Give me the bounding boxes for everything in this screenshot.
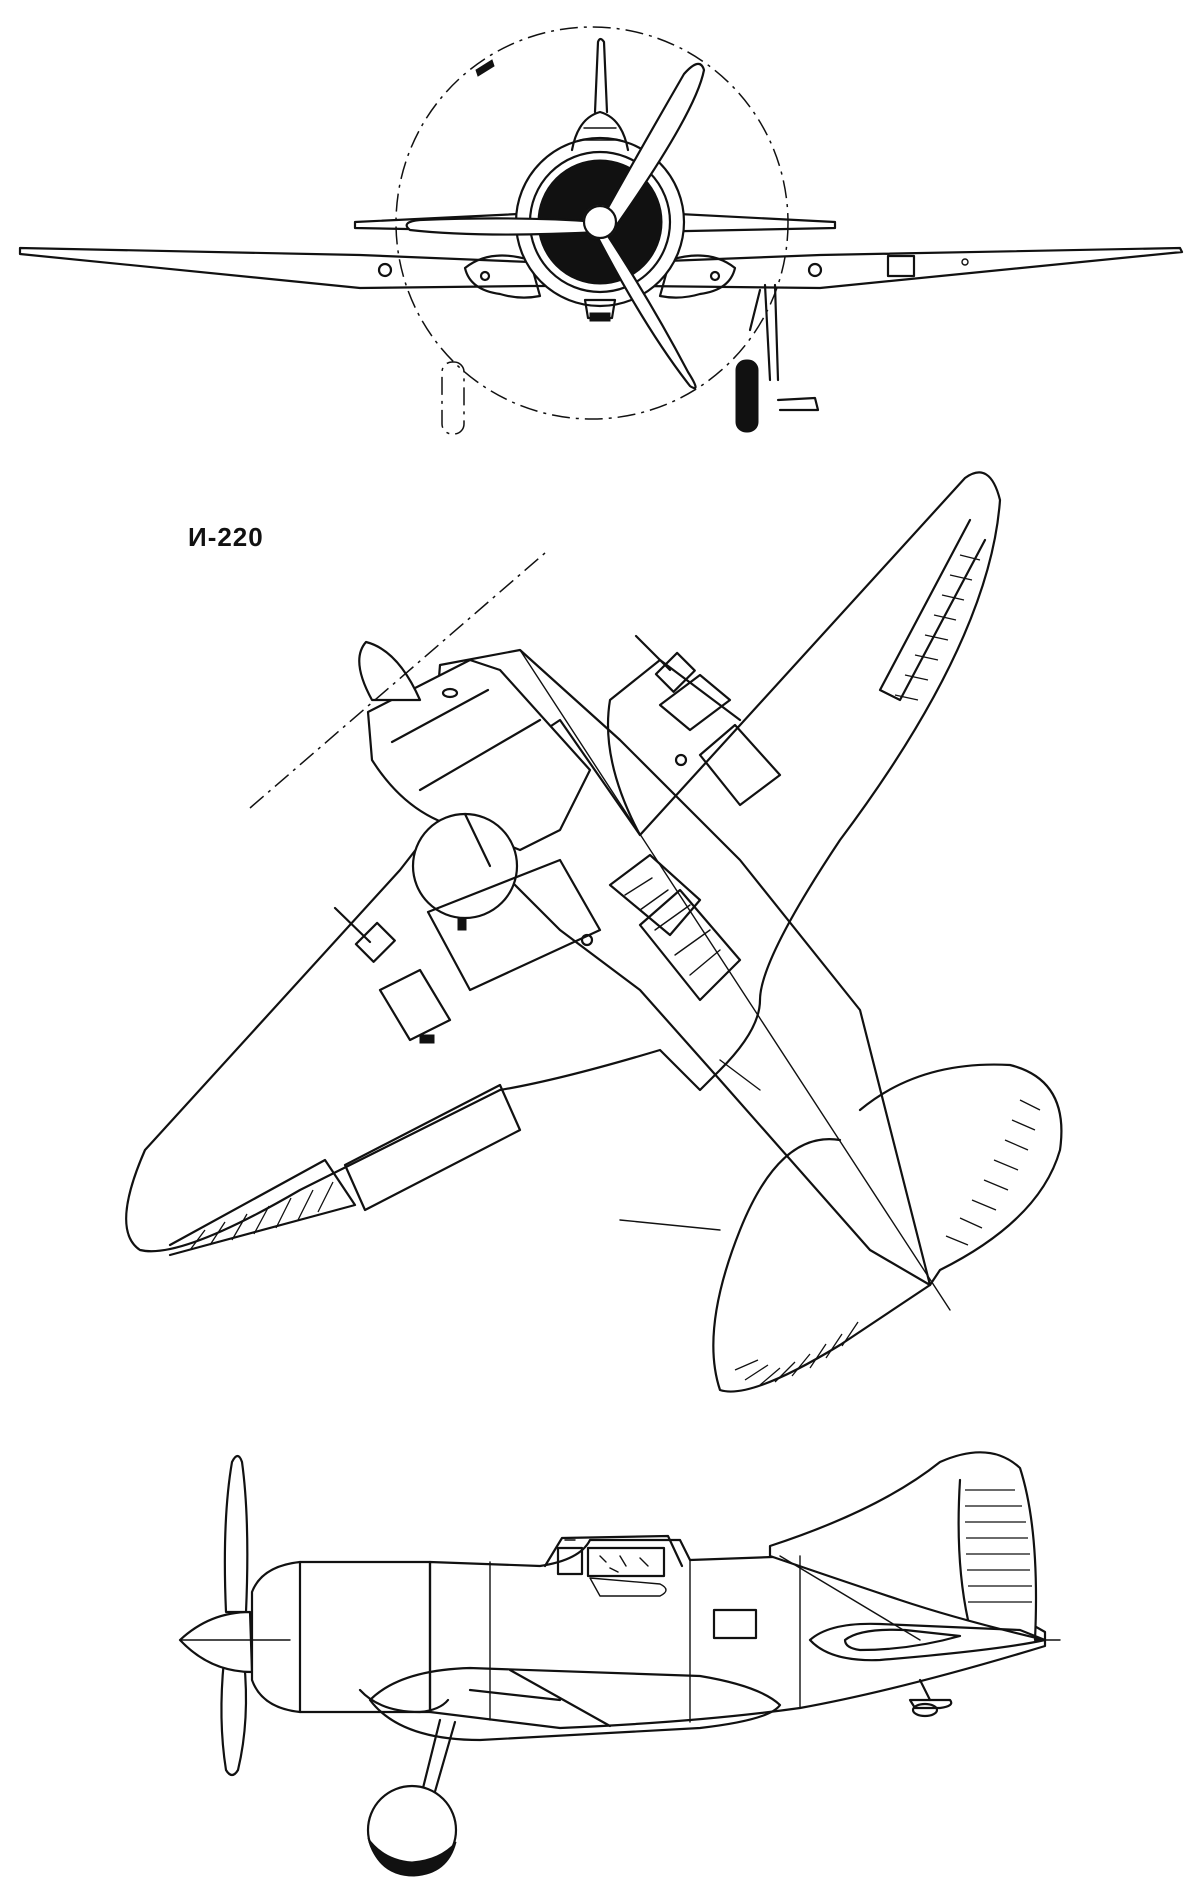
top-view (125, 471, 1063, 1393)
front-chin-intake (583, 298, 617, 320)
side-wing (368, 1666, 782, 1742)
top-elevator-hatch (734, 1099, 1041, 1386)
front-propeller-blade-up (598, 62, 706, 228)
front-gear-retracted (441, 361, 465, 435)
top-cockpit (608, 853, 742, 1002)
side-fuselage (428, 1538, 1047, 1730)
side-spinner (178, 1610, 254, 1674)
propeller-disc (395, 26, 789, 420)
front-lower-fairing (463, 254, 542, 299)
aircraft-title: И-220 (188, 522, 264, 552)
side-fin (768, 1451, 1047, 1642)
side-propeller-blade-bottom (220, 1658, 248, 1777)
side-tail-wheel (908, 1678, 953, 1718)
side-cockpit-canopy (543, 1534, 684, 1578)
front-propeller-blade-left (405, 217, 602, 236)
front-propeller-blade-down (594, 228, 697, 390)
front-fin (593, 37, 609, 114)
top-spinner (358, 640, 422, 702)
front-landing-gear (735, 283, 820, 433)
side-view (178, 1451, 1061, 1877)
side-propeller-blade-top (223, 1454, 249, 1614)
front-view (18, 26, 1184, 435)
top-wing-planform (125, 471, 1002, 1253)
top-right-aileron-hatch (878, 518, 987, 702)
top-left-aileron-hatch (168, 1158, 357, 1257)
side-stabilizer (808, 1622, 1047, 1662)
side-rudder-hatch (957, 1478, 1032, 1622)
top-tailplane (712, 1063, 1063, 1393)
top-engine-circle (411, 812, 519, 920)
side-cowling (250, 1560, 432, 1714)
side-landing-gear (358, 1688, 458, 1877)
front-canopy (570, 110, 630, 152)
